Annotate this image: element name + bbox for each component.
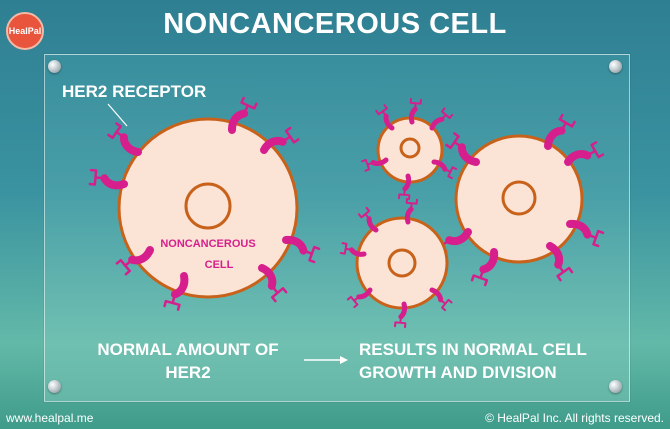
cause-line2: HER2 [165,363,211,382]
effect-line1: RESULTS IN NORMAL CELL [359,340,587,359]
cause-text: NORMAL AMOUNT OF HER2 [75,338,301,384]
receptor-pointer-line [107,103,128,127]
arrow-icon [304,356,348,364]
large-cell [90,98,319,310]
small-cell-bottom [341,199,452,327]
small-cell-top [362,99,456,199]
page-title: NONCANCEROUS CELL [163,8,507,40]
receptor-label: HER2 RECEPTOR [62,82,207,101]
logo-text: HealPal [8,26,42,36]
screw-top-left [48,60,61,73]
cell-label-line1: NONCANCEROUS [160,238,255,250]
effect-text: RESULTS IN NORMAL CELL GROWTH AND DIVISI… [359,338,587,384]
screw-top-right [609,60,622,73]
cell-label-line2: CELL [205,259,234,271]
copyright-text: © HealPal Inc. All rights reserved. [485,411,664,425]
healpal-logo: HealPal [6,12,44,50]
screw-bottom-right [609,380,622,393]
effect-line2: GROWTH AND DIVISION [359,363,557,382]
website-link[interactable]: www.healpal.me [6,411,94,425]
screw-bottom-left [48,380,61,393]
cause-line1: NORMAL AMOUNT OF [97,340,279,359]
medium-cell-right [434,115,603,285]
